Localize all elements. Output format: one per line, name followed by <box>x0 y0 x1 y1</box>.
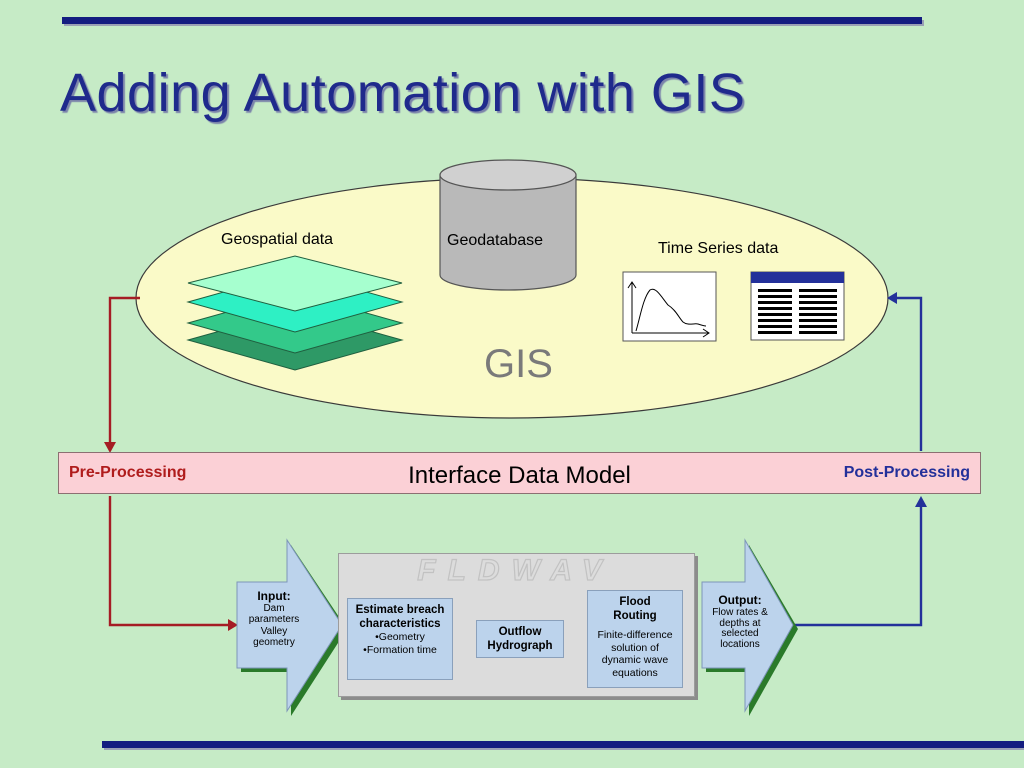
input-valley-geometry: Valley geometry <box>253 626 295 648</box>
pre-processing-arrows <box>108 296 230 627</box>
data-table-icon <box>750 271 845 341</box>
flood-routing-box: Flood Routing Finite-difference solution… <box>587 590 683 688</box>
post-processing-arrows <box>792 296 923 627</box>
breach-geometry-item: •Geometry <box>375 631 425 643</box>
time-series-label: Time Series data <box>658 240 779 257</box>
gis-label: GIS <box>484 342 553 386</box>
output-heading: Output: <box>718 593 762 607</box>
input-block-arrow <box>236 538 343 713</box>
interface-data-model-label: Interface Data Model <box>408 462 631 489</box>
layers-icon <box>186 255 404 371</box>
output-description: Flow rates & depths at selected location… <box>712 607 768 650</box>
flood-routing-heading: Flood Routing <box>613 596 657 622</box>
outflow-hydrograph-box: Outflow Hydrograph <box>476 620 564 658</box>
outflow-hydrograph-heading: Outflow Hydrograph <box>487 626 553 652</box>
bottom-rule <box>102 741 1024 748</box>
output-block-arrow <box>701 538 794 713</box>
input-text: Input: Dam parameters Valley geometry <box>240 589 308 648</box>
database-icon <box>439 159 577 291</box>
geodatabase-label: Geodatabase <box>447 232 544 249</box>
input-heading: Input: <box>257 589 291 603</box>
flood-routing-description: Finite-difference solution of dynamic wa… <box>597 629 673 679</box>
interface-data-model-bar: Interface Data Model Pre-Processing Post… <box>58 452 981 494</box>
input-dam-parameters: Dam parameters <box>248 603 300 625</box>
estimate-breach-box: Estimate breach characteristics •Geometr… <box>347 598 453 680</box>
pre-processing-label: Pre-Processing <box>69 464 187 481</box>
breach-formation-time-item: •Formation time <box>363 643 437 656</box>
fldwav-watermark: FLDWAV <box>417 553 614 587</box>
hydrograph-plot-icon <box>622 271 717 342</box>
top-rule <box>62 17 922 24</box>
post-processing-label: Post-Processing <box>843 464 970 481</box>
geospatial-data-label: Geospatial data <box>221 231 334 248</box>
slide-title: Adding Automation with GIS <box>60 63 746 123</box>
estimate-breach-heading: Estimate breach characteristics <box>355 604 445 630</box>
output-text: Output: Flow rates & depths at selected … <box>705 593 775 650</box>
